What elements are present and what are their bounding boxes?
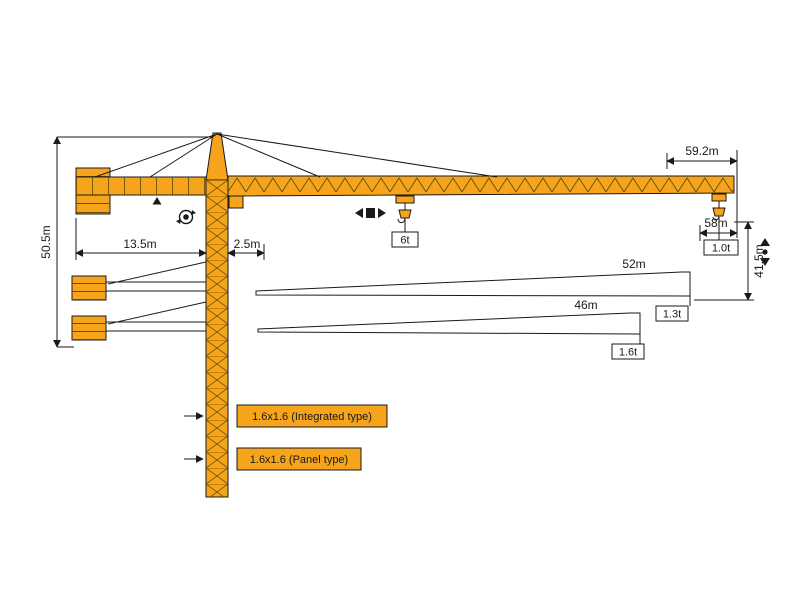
tower-mast-lattice [206,180,228,497]
ext-41-5m [694,221,754,301]
tie-frame-stack-upper-lines [72,276,106,300]
load-1-3t-label: 1.3t [663,309,681,321]
mast-label-integrated: 1.6x1.6 (Integrated type) [252,411,372,423]
jib-length-52m-label: 52m [622,257,645,271]
jib-option-52m [255,271,691,297]
icons [152,197,770,266]
structure-lines [94,133,720,344]
dim-mast-offset-label: 2.5m [234,237,261,251]
tie-beam-lower [105,321,207,332]
counter-jib-marker-icon [152,197,162,205]
load-6t-label: 6t [400,235,409,247]
trolley-travel-icon [355,208,386,218]
load-connector-lines [404,217,720,344]
white-parts [105,231,739,360]
dim-tower-height-label: 50.5m [39,225,53,258]
dim-tip-height-label: 59.2m [685,144,718,158]
jib-length-46m-label: 46m [574,298,597,312]
dim-alt-hook-height-label: 41.5m [752,244,766,277]
dim-counter-jib-label: 13.5m [123,237,156,251]
tie-beam-upper [105,281,207,292]
hoisting-icon [760,238,770,266]
dim-hook-height-label: 58m [704,216,727,230]
mast-label-box-integrated [236,404,388,428]
load-box-1-6t [611,343,645,360]
operator-cab [228,195,244,209]
trolley-hook [395,195,415,224]
counter-jib-lattice [76,177,206,195]
tie-brace-lines [107,261,207,325]
load-1-0t-label: 1.0t [712,243,730,255]
jib-option-46m [257,312,641,335]
load-box-1-3t [655,305,689,322]
pendant-lines [94,133,498,178]
main-jib-lattice [228,176,734,196]
tie-frame-stack-lower-lines [72,316,106,340]
load-1-6t-label: 1.6t [619,347,637,359]
tower-apex [205,132,229,181]
jib-tip-hook [711,193,727,221]
dimensions [53,136,754,463]
load-box-1-0t [703,239,739,256]
crane-structure [71,132,735,498]
slewing-icon [176,209,196,225]
mast-label-panel: 1.6x1.6 (Panel type) [250,454,348,466]
labels: 59.2m 58m 50.5m 13.5m 2.5m 41.5m 52m 46m… [39,144,766,466]
mast-label-box-panel [236,447,362,471]
